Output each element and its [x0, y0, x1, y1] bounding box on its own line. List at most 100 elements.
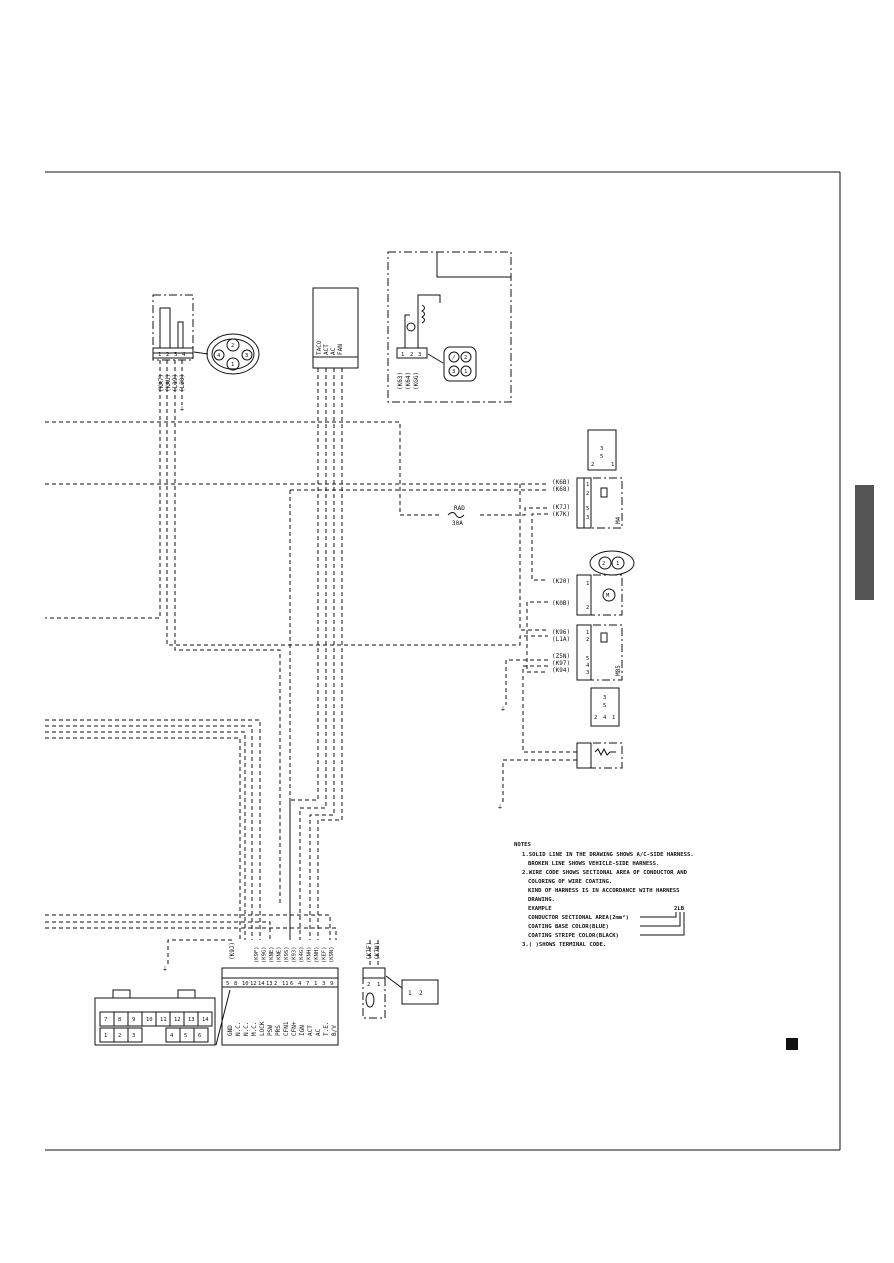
- resistor-unit: [576, 742, 623, 769]
- svg-text:1: 1: [611, 462, 614, 468]
- svg-text:2: 2: [586, 637, 589, 643]
- svg-text:1.SOLID LINE IN THE DRAWING SH: 1.SOLID LINE IN THE DRAWING SHOWS A/C-SI…: [522, 852, 694, 858]
- pin-number: 13: [266, 981, 273, 987]
- svg-text:(K63): (K63): [397, 372, 404, 390]
- svg-text:BROKEN LINE SHOWS VEHICLE-SIDE: BROKEN LINE SHOWS VEHICLE-SIDE HARNESS.: [528, 861, 659, 867]
- svg-text:(K64): (K64): [405, 372, 412, 390]
- terminal-code: (K9G): [262, 946, 268, 963]
- pin-number: 8: [234, 981, 237, 987]
- svg-text:CONDUCTOR SECTIONAL AREA(2mm²): CONDUCTOR SECTIONAL AREA(2mm²): [528, 914, 629, 921]
- svg-text:2: 2: [367, 982, 370, 988]
- main-connector: (K9J) (K9F)(K9G)(KNE)(KNE)(K9S)(K93)(K4G…: [221, 942, 339, 1046]
- signal-name: ACT: [307, 1025, 314, 1036]
- svg-text:1: 1: [464, 369, 467, 375]
- pin-label: 8: [118, 1017, 121, 1023]
- svg-text:(K9J): (K9J): [229, 942, 236, 960]
- svg-text:1: 1: [616, 561, 619, 567]
- svg-text:2: 2: [464, 355, 467, 361]
- pin-number: 14: [258, 981, 265, 987]
- terminal-code: (KNE): [277, 946, 283, 963]
- svg-text:5: 5: [586, 506, 589, 512]
- pin-label: 5: [184, 1033, 187, 1039]
- svg-text:M85: M85: [615, 665, 622, 676]
- svg-text:1: 1: [586, 482, 589, 488]
- svg-text:3: 3: [452, 369, 455, 375]
- pin-label: 14: [202, 1017, 209, 1023]
- svg-text:2: 2: [231, 343, 234, 349]
- svg-text:1: 1: [401, 352, 404, 358]
- svg-text:⏚: ⏚: [497, 804, 503, 811]
- fuse-rad-30a: RAD 30A: [447, 505, 465, 527]
- signal-name: PSW: [267, 1025, 274, 1036]
- svg-text:(K7N): (K7N): [374, 942, 381, 960]
- signal-name: GND: [227, 1025, 234, 1036]
- svg-text:3: 3: [418, 352, 421, 358]
- svg-text:(Z5N): (Z5N): [552, 653, 570, 660]
- notes-block: NOTES 1.SOLID LINE IN THE DRAWING SHOWS …: [514, 842, 694, 948]
- terminal-code: (KEF): [322, 946, 328, 963]
- svg-text:1: 1: [408, 990, 412, 997]
- svg-text:(K7K): (K7K): [552, 511, 570, 518]
- svg-text:⏚: ⏚: [179, 406, 185, 413]
- relay-m4: 3 5 2 1 1 2 5 3 M4 (K6B) (K68) (K7J) (K7…: [552, 429, 623, 529]
- svg-text:3: 3: [603, 695, 606, 701]
- relay-m85: 1 2 5 4 3 M85 (K96) (L1A) (Z5N) (K97) (K…: [552, 624, 623, 727]
- pin-number: 1: [314, 981, 317, 987]
- pin-cell: [127, 1027, 143, 1043]
- svg-text:3: 3: [245, 353, 248, 359]
- svg-text:3: 3: [586, 670, 589, 676]
- svg-text:2: 2: [586, 605, 589, 611]
- pin-label: 9: [132, 1017, 135, 1023]
- signal-name: B/V: [331, 1025, 338, 1036]
- svg-text:4: 4: [603, 715, 607, 721]
- svg-text:⏚: ⏚: [162, 966, 168, 973]
- svg-text:AC: AC: [330, 347, 337, 355]
- pin-number: 4: [298, 981, 302, 987]
- svg-text:1: 1: [612, 715, 615, 721]
- pin-number: 2: [274, 981, 277, 987]
- svg-text:COLORING OF WIRE COATING.: COLORING OF WIRE COATING.: [528, 879, 612, 885]
- svg-text:5: 5: [586, 656, 589, 662]
- pin-label: 10: [146, 1017, 153, 1023]
- pin-number: 12: [250, 981, 257, 987]
- pin-label: 4: [170, 1033, 174, 1039]
- signal-name: N.C.: [235, 1022, 242, 1036]
- signal-name: CFN1: [283, 1021, 290, 1036]
- svg-text:COATING STRIPE COLOR(BLACK): COATING STRIPE COLOR(BLACK): [528, 933, 619, 939]
- svg-text:(K20): (K20): [552, 578, 570, 585]
- svg-text:2.WIRE CODE SHOWS SECTIONAL AR: 2.WIRE CODE SHOWS SECTIONAL AREA OF COND…: [522, 870, 688, 876]
- svg-text:4: 4: [182, 352, 186, 358]
- svg-text:2: 2: [410, 352, 413, 358]
- svg-text:30A: 30A: [452, 520, 463, 527]
- svg-text:5: 5: [600, 454, 603, 460]
- svg-text:2: 2: [594, 715, 597, 721]
- signal-name: T.E.: [323, 1022, 330, 1036]
- svg-text:(KA7): (KA7): [158, 374, 165, 392]
- svg-text:1: 1: [377, 982, 380, 988]
- svg-text:(L1A): (L1A): [552, 636, 570, 643]
- svg-text:2: 2: [419, 990, 423, 997]
- terminal-code: (K9F): [254, 946, 260, 963]
- svg-text:4: 4: [586, 663, 590, 669]
- svg-text:3.( )SHOWS TERMINAL CODE.: 3.( )SHOWS TERMINAL CODE.: [522, 942, 606, 948]
- pin-label: 6: [198, 1033, 201, 1039]
- pin-number: 3: [322, 981, 325, 987]
- pin-number: 6: [290, 981, 293, 987]
- sensor-assembly: 1 2 3 (K63) (K64) (KGG) / 2 3 1: [387, 251, 512, 403]
- svg-text:KIND OF HARNESS IS IN ACCORDAN: KIND OF HARNESS IS IN ACCORDANCE WITH HA…: [528, 888, 680, 894]
- svg-text:TACO: TACO: [316, 340, 323, 355]
- pin-label: 13: [188, 1017, 195, 1023]
- terminal-code: (K9S): [284, 946, 290, 963]
- pin-label: 3: [132, 1033, 135, 1039]
- svg-text:(K97): (K97): [552, 660, 570, 667]
- svg-text:3: 3: [586, 515, 589, 521]
- svg-text:EXAMPLE: EXAMPLE: [528, 906, 552, 912]
- thermistor: (K7F) (K7N) 2 1 1 2: [362, 942, 439, 1019]
- svg-text:NOTES: NOTES: [514, 842, 531, 848]
- pin-number: 10: [242, 981, 249, 987]
- svg-text:M4: M4: [615, 516, 622, 524]
- svg-text:1: 1: [586, 581, 589, 587]
- pin-label: 7: [104, 1017, 107, 1023]
